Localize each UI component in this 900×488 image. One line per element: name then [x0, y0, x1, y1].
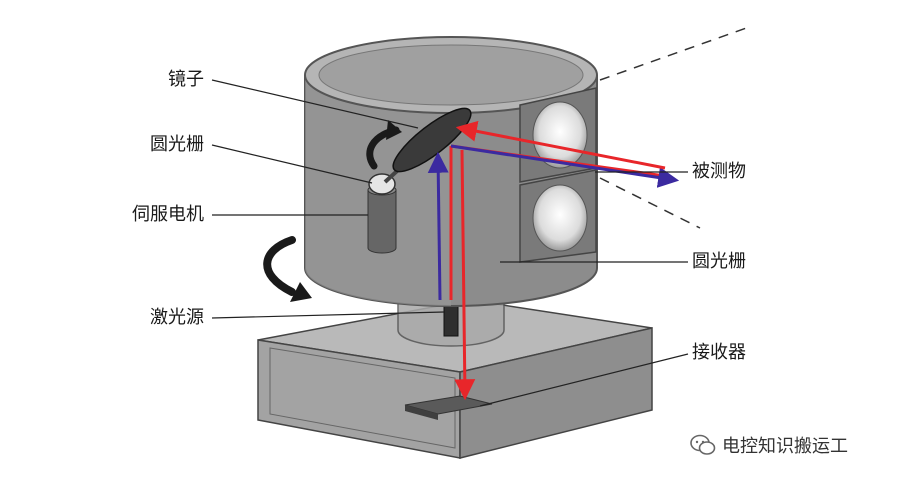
label-measured-object: 被测物 [692, 161, 746, 182]
beam-blue-down [427, 151, 449, 301]
lens-upper [519, 87, 597, 183]
beam-red-down [454, 149, 476, 401]
leader-grating-left [211, 144, 373, 184]
leader-receiver [479, 353, 689, 407]
watermark: 电控知识搬运工 [690, 432, 848, 458]
rotate-arrow-bottom [263, 236, 296, 296]
wechat-icon [690, 434, 716, 455]
leader-laser [211, 311, 445, 319]
rotate-arrowhead-top [386, 120, 402, 140]
watermark-text: 电控知识搬运工 [722, 436, 848, 457]
servo-motor [367, 184, 397, 254]
beam-blue-out [450, 144, 680, 188]
label-servo-motor: 伺服电机 [132, 204, 204, 225]
dashed-line-lower [599, 177, 701, 229]
label-grating-left: 圆光栅 [150, 134, 204, 155]
leader-mirror [211, 79, 419, 129]
label-laser-source: 激光源 [150, 307, 204, 328]
mirror [383, 107, 472, 184]
rotate-arrowhead-bottom [290, 282, 312, 302]
beam-red-return [455, 120, 666, 170]
dashed-line-upper [599, 25, 753, 81]
label-mirror: 镜子 [168, 69, 204, 90]
lens-lower [519, 169, 597, 263]
label-grating-right: 圆光栅 [692, 251, 746, 272]
receiver [404, 395, 493, 420]
label-receiver: 接收器 [692, 342, 746, 363]
